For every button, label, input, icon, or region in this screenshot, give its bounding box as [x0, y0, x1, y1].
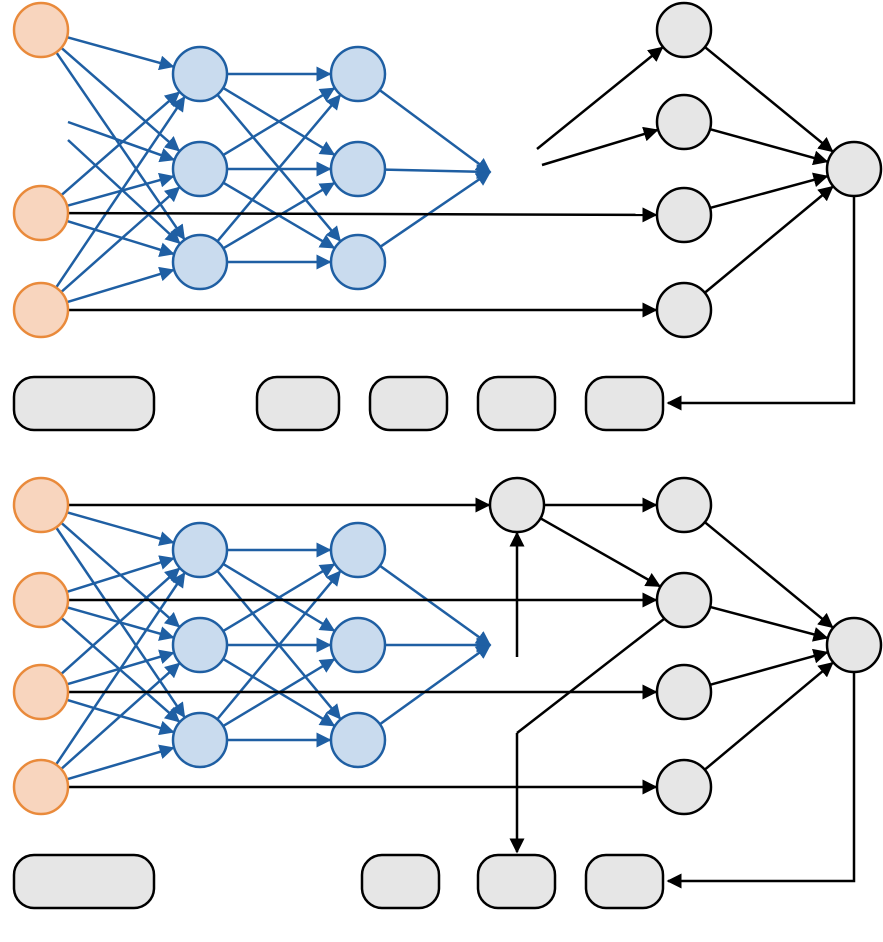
top-input-node-0 [12, 1, 70, 59]
edge-bottom-hidden1-1-hidden2-0 [222, 563, 336, 633]
top-output-node-1 [655, 93, 713, 151]
edge-bottom-out3-sink [703, 661, 834, 771]
top-blank-box-1 [255, 375, 341, 432]
bottom-input-node-3 [12, 758, 70, 816]
top-blank-box-wide [12, 375, 156, 432]
edge-top-input-2-hidden1-1 [60, 186, 181, 294]
edge-top-out0-sink [704, 46, 834, 153]
bottom-output-node-0 [655, 476, 713, 534]
edge-bottom-input-3-hidden1-1 [60, 662, 181, 770]
bottom-blank-box-3 [584, 853, 665, 910]
top-hidden2-node-1 [329, 140, 387, 198]
bottom-input-node-1 [12, 571, 70, 629]
edge-top-input-2-hidden1-2 [66, 266, 175, 304]
top-sink-node [825, 140, 883, 198]
edge-top-input-0-hidden1-0 [66, 35, 175, 71]
bottom-hidden1-node-1 [171, 616, 229, 674]
edge-top-dangling-b [67, 139, 181, 245]
edge-bottom-feedback [666, 672, 856, 889]
edge-bottom-out1-diag [516, 618, 665, 734]
edge-top-dangling-a [67, 120, 176, 163]
edge-top-feedback [666, 196, 856, 411]
bottom-output-node-1 [655, 571, 713, 629]
bottom-hidden1-node-2 [171, 711, 229, 769]
top-input-node-2 [12, 281, 70, 339]
edge-bottom-input-1-hidden1-0 [66, 555, 175, 594]
bottom-output-node-2 [655, 663, 713, 721]
bottom-hidden2-node-1 [329, 616, 387, 674]
edge-bottom-mid-out1 [539, 517, 661, 588]
bottom-blank-box-2 [476, 853, 557, 910]
bottom-hidden1-node-0 [171, 521, 229, 579]
bottom-mid-node [488, 476, 546, 534]
edge-top-out3-sink [703, 185, 834, 294]
bottom-input-node-0 [12, 476, 70, 534]
edge-bottom-hidden1-2-hidden2-0 [216, 570, 342, 721]
bottom-input-node-2 [12, 663, 70, 721]
edge-bottom-out2-sink [709, 648, 829, 687]
edge-bottom-input-0-hidden1-0 [66, 511, 175, 546]
edges-layer [55, 35, 856, 889]
top-hidden2-node-0 [329, 45, 387, 103]
edge-top-input-1-hidden1-0 [60, 91, 181, 197]
top-output-node-0 [655, 1, 713, 59]
edge-bottom-out0-sink [704, 521, 834, 629]
edge-bottom-out1-sink [709, 605, 829, 642]
edge-bottom-input-2-hidden1-0 [60, 567, 181, 675]
edge-top-hidden2-1-out [384, 164, 492, 180]
edge-top-out1-sink [709, 127, 829, 166]
top-hidden1-node-2 [171, 233, 229, 291]
edge-top-hidden1-1-hidden2-0 [222, 87, 336, 157]
top-hidden1-node-0 [171, 45, 229, 103]
bottom-output-node-3 [655, 758, 713, 816]
edge-bottom-hidden2-2-out [379, 643, 492, 726]
edge-top-input-0-hidden1-2 [55, 51, 186, 241]
bottom-sink-node [825, 616, 883, 674]
edge-top-hidden1-2-hidden2-0 [216, 94, 341, 243]
top-input-node-1 [12, 184, 70, 242]
bottom-blank-box-wide [12, 853, 156, 910]
nodes-layer [12, 1, 883, 910]
edge-bottom-input-3-hidden1-0 [55, 572, 186, 766]
edge-top-input-1-hidden1-2 [66, 219, 175, 257]
edge-top-free-to-out1 [541, 126, 659, 167]
edge-bottom-hidden2-0-out [379, 564, 492, 647]
edge-top-input-2-hidden1-0 [55, 95, 186, 289]
top-blank-box-2 [368, 375, 449, 432]
top-hidden2-node-2 [329, 233, 387, 291]
top-output-node-3 [655, 281, 713, 339]
top-hidden1-node-1 [171, 140, 229, 198]
top-blank-box-3 [476, 375, 557, 432]
top-output-node-2 [655, 186, 713, 244]
bottom-hidden2-node-2 [329, 711, 387, 769]
edge-top-hidden1-2-hidden2-1 [222, 182, 336, 250]
top-blank-box-4 [584, 375, 665, 432]
edge-top-out2-sink [709, 172, 829, 210]
edge-top-hidden2-0-out [378, 89, 492, 174]
bottom-hidden2-node-0 [329, 521, 387, 579]
bottom-blank-box-1 [360, 853, 441, 910]
edge-top-hidden2-2-out [379, 170, 492, 248]
edge-bottom-input-3-hidden1-2 [66, 744, 175, 781]
edge-top-skip-input1 [67, 207, 658, 223]
edge-top-free-to-out0 [536, 46, 664, 150]
